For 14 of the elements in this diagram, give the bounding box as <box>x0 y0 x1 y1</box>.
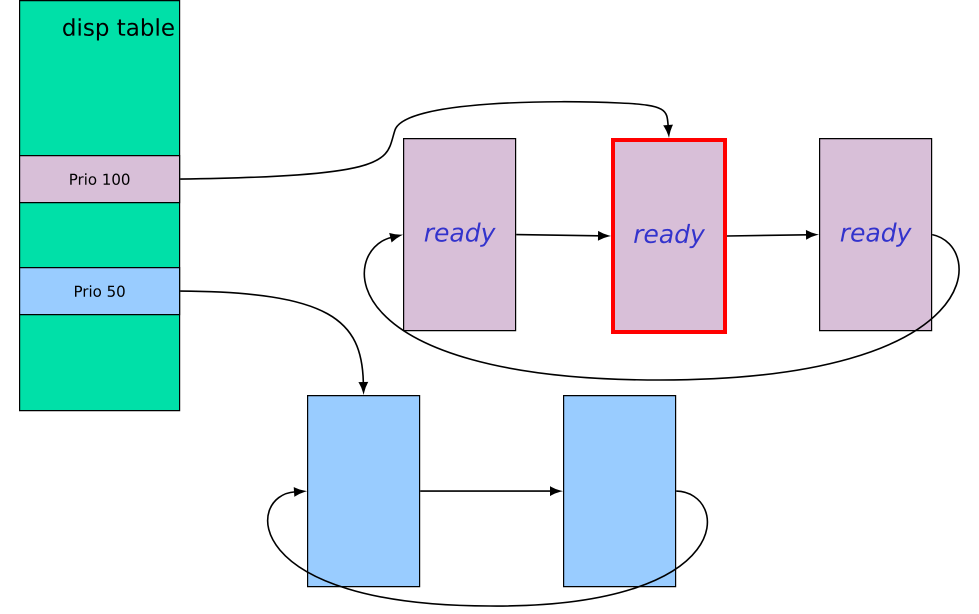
table-row: Prio 100 <box>19 155 180 204</box>
arrow <box>180 100 673 180</box>
process-box: ready <box>403 138 516 332</box>
arrow <box>516 231 609 240</box>
process-box <box>563 395 676 588</box>
process-box: ready <box>611 138 727 334</box>
arrow <box>727 230 817 240</box>
arrow <box>267 488 708 607</box>
process-box <box>307 395 420 588</box>
table-row: Prio 50 <box>19 267 180 316</box>
arrow <box>364 233 960 381</box>
arrow <box>420 486 561 496</box>
arrow <box>180 290 368 393</box>
process-box: ready <box>819 138 932 332</box>
